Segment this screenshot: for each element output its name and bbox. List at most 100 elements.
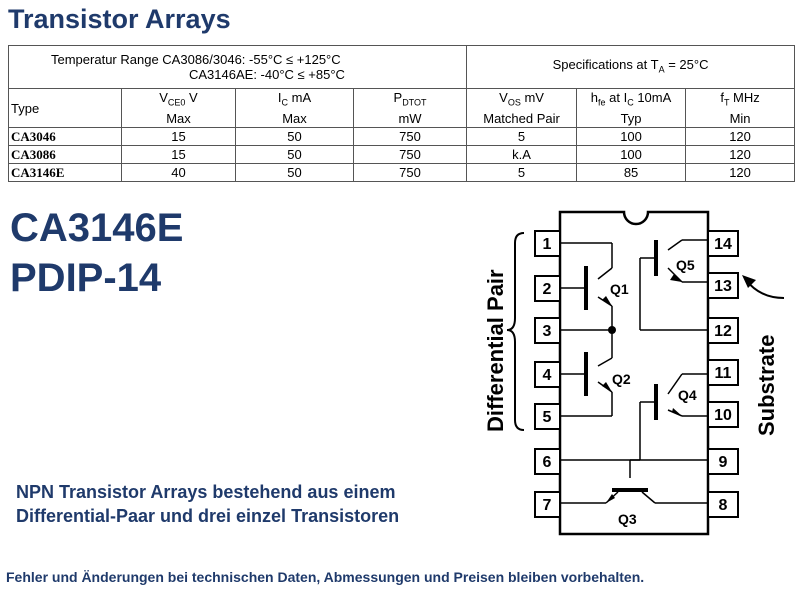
hfe-main: h bbox=[590, 90, 599, 106]
pin-12: 12 bbox=[707, 317, 739, 344]
svg-text:12: 12 bbox=[714, 323, 732, 340]
pin-14: 14 bbox=[707, 230, 739, 257]
ic-main: I bbox=[277, 90, 282, 106]
ft-sub: T bbox=[723, 97, 730, 108]
label-q2: Q2 bbox=[612, 371, 631, 387]
svg-text:11: 11 bbox=[715, 365, 732, 382]
cell-type: CA3146E bbox=[8, 163, 122, 182]
vceo-unit: V bbox=[185, 90, 198, 106]
range-label: Temperatur Range bbox=[51, 52, 159, 67]
vceo-line2: Max bbox=[166, 110, 191, 126]
spec-sub: A bbox=[658, 64, 665, 75]
spec-condition-cell: Specifications at TA = 25°C bbox=[466, 45, 796, 89]
cell-vceo: 40 bbox=[121, 163, 236, 182]
pin-13: 13 bbox=[707, 272, 739, 299]
vos-sub: OS bbox=[507, 97, 521, 108]
pin-3: 3 bbox=[534, 317, 561, 344]
col-type-label: Type bbox=[11, 100, 40, 116]
pdtot-sub: DTOT bbox=[402, 97, 427, 108]
col-ic-header: IC mA Max bbox=[235, 88, 354, 128]
pdtot-line2: mW bbox=[398, 110, 422, 126]
table-row: CA3086 15 50 750 k.A 100 120 bbox=[8, 145, 796, 164]
label-q4: Q4 bbox=[678, 387, 697, 403]
pin-6: 6 bbox=[534, 448, 561, 475]
table-header-row: Temperatur Range CA3086/3046: -55°C ≤ +1… bbox=[7, 45, 796, 89]
pin-8: 8 bbox=[707, 491, 739, 518]
pin-4: 4 bbox=[534, 361, 561, 388]
pin-7: 7 bbox=[534, 491, 561, 518]
col-vceo-header: VCE0 V Max bbox=[121, 88, 236, 128]
svg-text:5: 5 bbox=[543, 409, 552, 426]
vos-line2: Matched Pair bbox=[483, 110, 560, 126]
pin-2: 2 bbox=[534, 275, 561, 302]
footer-disclaimer: Fehler und Änderungen bei technischen Da… bbox=[6, 569, 645, 585]
differential-pair-brace bbox=[506, 232, 525, 431]
svg-text:9: 9 bbox=[719, 454, 728, 471]
description-line2: Differential-Paar und drei einzel Transi… bbox=[16, 506, 400, 526]
internal-wiring bbox=[560, 239, 708, 504]
description-line1: NPN Transistor Arrays bestehend aus eine… bbox=[16, 482, 396, 502]
range-line1: CA3086/3046: -55°C ≤ +125°C bbox=[162, 52, 341, 67]
svg-text:8: 8 bbox=[719, 497, 728, 514]
pin-9: 9 bbox=[707, 448, 739, 475]
svg-text:3: 3 bbox=[543, 323, 552, 340]
pdtot-main: P bbox=[393, 90, 403, 106]
cell-pdtot: 750 bbox=[352, 163, 468, 182]
svg-text:13: 13 bbox=[714, 278, 732, 295]
hfe-sub2: C bbox=[627, 97, 634, 108]
pin-10: 10 bbox=[707, 401, 739, 428]
col-type-header: Type bbox=[8, 88, 122, 128]
spec-tail: = 25°C bbox=[664, 56, 709, 72]
differential-pair-label: Differential Pair bbox=[483, 269, 508, 432]
ft-main: f bbox=[720, 90, 724, 106]
pin-1: 1 bbox=[534, 230, 561, 257]
col-vos-header: VOS mV Matched Pair bbox=[466, 88, 578, 128]
temperature-range-cell: Temperatur Range CA3086/3046: -55°C ≤ +1… bbox=[7, 45, 468, 89]
ic-body bbox=[558, 210, 710, 536]
table-row: CA3146E 40 50 750 5 85 120 bbox=[8, 163, 796, 182]
spec-table: Temperatur Range CA3086/3046: -55°C ≤ +1… bbox=[7, 45, 796, 182]
svg-text:4: 4 bbox=[543, 367, 552, 384]
vceo-main: V bbox=[159, 90, 168, 106]
vos-unit: mV bbox=[520, 90, 544, 106]
label-q3: Q3 bbox=[618, 511, 637, 527]
svg-text:7: 7 bbox=[543, 497, 552, 514]
cell-ft: 120 bbox=[685, 145, 796, 164]
pin-5: 5 bbox=[534, 403, 561, 430]
cell-ft: 120 bbox=[685, 163, 796, 182]
ic-unit: mA bbox=[288, 90, 312, 106]
hfe-tail: 10mA bbox=[633, 90, 672, 106]
page-title: Transistor Arrays bbox=[8, 4, 231, 34]
label-q5: Q5 bbox=[676, 257, 695, 273]
emitter-arrows bbox=[602, 274, 682, 503]
spec-label: Specifications at T bbox=[552, 56, 659, 72]
col-ft-header: fT MHz Min bbox=[685, 88, 796, 128]
cell-vos: k.A bbox=[466, 145, 578, 164]
svg-text:1: 1 bbox=[543, 236, 552, 253]
vos-main: V bbox=[499, 90, 508, 106]
part-number: CA3146E bbox=[10, 206, 184, 250]
ic-line2: Max bbox=[282, 110, 307, 126]
cell-ic: 50 bbox=[235, 163, 354, 182]
svg-text:6: 6 bbox=[543, 454, 552, 471]
col-pdtot-header: PDTOT mW bbox=[352, 88, 468, 128]
svg-text:10: 10 bbox=[714, 407, 732, 424]
svg-text:2: 2 bbox=[543, 281, 552, 298]
vceo-sub: CE0 bbox=[167, 97, 186, 108]
svg-text:14: 14 bbox=[714, 236, 732, 253]
junction-dot bbox=[608, 326, 616, 334]
substrate-label: Substrate bbox=[754, 335, 779, 436]
ft-unit: MHz bbox=[729, 90, 760, 106]
hfe-mid: at I bbox=[605, 90, 628, 106]
cell-type: CA3046 bbox=[8, 127, 122, 146]
substrate-arrow-head bbox=[742, 275, 756, 288]
ic-sub: C bbox=[281, 97, 289, 108]
transistor-bases bbox=[584, 240, 658, 492]
col-hfe-header: hfe at IC 10mA Typ bbox=[576, 88, 687, 128]
hfe-line2: Typ bbox=[620, 110, 642, 126]
label-q1: Q1 bbox=[610, 281, 629, 297]
package-type: PDIP-14 bbox=[10, 256, 162, 300]
range-line2: CA3146AE: -40°C ≤ +85°C bbox=[189, 67, 345, 82]
cell-hfe: 85 bbox=[576, 163, 687, 182]
